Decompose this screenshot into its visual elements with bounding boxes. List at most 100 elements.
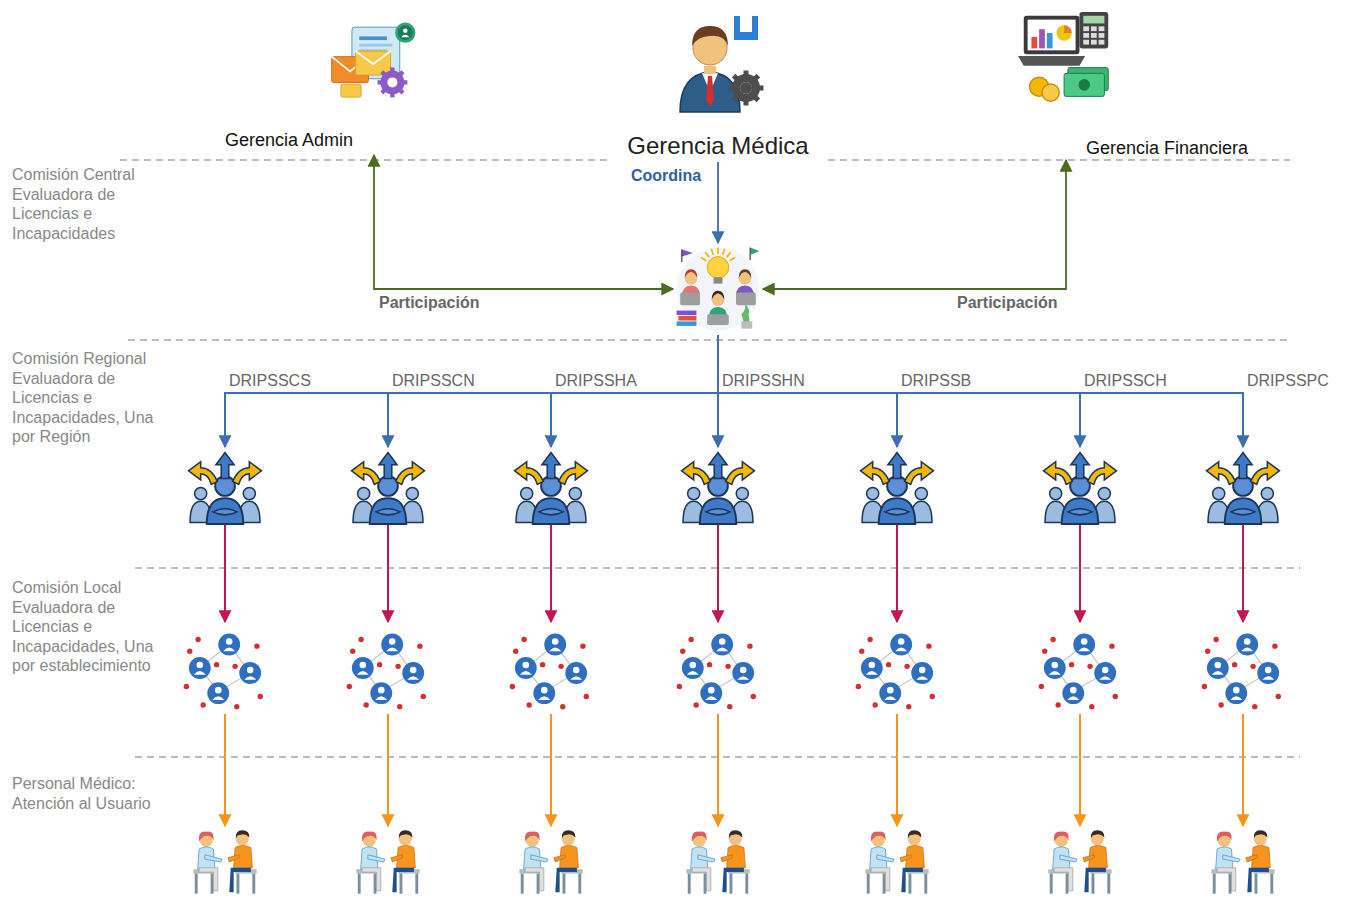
icon-part	[1070, 687, 1077, 694]
icon-part	[521, 874, 524, 894]
icon-part	[549, 648, 561, 652]
local-commission	[509, 622, 593, 714]
icon-part	[1265, 667, 1272, 674]
node-label: Gerencia Médica	[608, 132, 828, 161]
icon-part	[389, 638, 396, 645]
icon-part	[562, 830, 576, 839]
icon-part	[1099, 33, 1105, 38]
icon-part	[1050, 637, 1055, 642]
icon-part	[700, 257, 706, 262]
node-icon	[187, 447, 263, 525]
icon-part	[1231, 509, 1255, 515]
icon-part	[1272, 643, 1277, 648]
icon-part	[1091, 33, 1097, 38]
icon-part	[751, 694, 756, 699]
node-icon	[350, 826, 426, 898]
local-commission	[1038, 622, 1122, 714]
icon-part	[356, 51, 391, 75]
icon-part	[347, 684, 352, 689]
icon-part	[1229, 874, 1232, 894]
icon-part	[895, 648, 907, 652]
icon-part	[211, 874, 214, 894]
icon-part	[1089, 704, 1094, 709]
icon-part	[1230, 696, 1242, 700]
icon-part	[212, 696, 224, 700]
icon-part	[1207, 453, 1280, 524]
icon-part	[1213, 637, 1218, 642]
icon-part	[685, 269, 698, 278]
icon-part	[1241, 648, 1253, 652]
icon-part	[213, 509, 237, 515]
icon-part	[395, 664, 400, 669]
icon-part	[1212, 671, 1224, 675]
icon-part	[1039, 634, 1118, 710]
icon-part	[709, 453, 727, 479]
node-icon	[509, 622, 593, 714]
connector	[1079, 714, 1081, 826]
icon-part	[233, 462, 262, 485]
icon-part	[244, 676, 256, 680]
connector	[718, 335, 1243, 447]
node-icon	[859, 447, 935, 525]
icon-part	[716, 648, 728, 652]
icon-part	[698, 855, 715, 862]
icon-part	[688, 637, 693, 642]
icon-part	[883, 874, 886, 894]
icon-part	[700, 682, 722, 704]
icon-part	[688, 874, 691, 894]
band-label: Comisión Central Evaluadora de Licencias…	[12, 165, 172, 243]
icon-part	[1099, 26, 1105, 31]
icon-part	[569, 488, 581, 500]
icon-part	[915, 488, 927, 500]
regional-commission: DRIPSSHA	[513, 447, 589, 525]
icon-part	[521, 637, 526, 642]
icon-part	[905, 462, 934, 485]
icon-part	[680, 649, 685, 654]
icon-part	[686, 830, 749, 893]
icon-part	[1252, 704, 1257, 709]
icon-part	[360, 662, 367, 669]
icon-part	[226, 638, 233, 645]
icon-part	[861, 462, 890, 485]
icon-part	[378, 687, 385, 694]
icon-part	[740, 82, 752, 94]
connector	[718, 335, 897, 447]
node-icon	[676, 622, 760, 714]
icon-part	[1066, 874, 1069, 894]
icon-part	[705, 252, 710, 258]
local-commission	[855, 622, 939, 714]
icon-part	[1054, 832, 1069, 842]
icon-part	[729, 830, 743, 839]
icon-part	[1218, 702, 1223, 707]
icon-part	[706, 509, 730, 515]
icon-part	[194, 671, 206, 675]
icon-part	[358, 874, 361, 894]
icon-part	[1088, 462, 1117, 485]
icon-part	[184, 634, 263, 710]
icon-part	[531, 855, 548, 862]
icon-part	[677, 248, 760, 331]
icon-part	[900, 855, 912, 862]
management-box: Gerencia Médica	[608, 12, 828, 162]
icon-part	[1050, 488, 1062, 500]
node-icon	[346, 622, 430, 714]
icon-part	[690, 662, 697, 669]
icon-part	[926, 643, 931, 648]
connector	[224, 525, 226, 622]
icon-part	[885, 509, 909, 515]
icon-part	[704, 874, 707, 894]
icon-part	[515, 462, 544, 485]
icon-part	[861, 453, 934, 524]
icon-part	[1079, 12, 1108, 48]
icon-part	[916, 676, 928, 680]
icon-part	[1223, 855, 1240, 862]
icon-part	[195, 874, 198, 894]
icon-part	[722, 868, 744, 892]
icon-part	[732, 74, 760, 102]
regional-commission: DRIPSSCS	[187, 447, 263, 525]
regional-commission: DRIPSSHN	[680, 447, 756, 525]
icon-part	[410, 667, 417, 674]
icon-part	[195, 637, 200, 642]
icon-part	[919, 667, 926, 674]
